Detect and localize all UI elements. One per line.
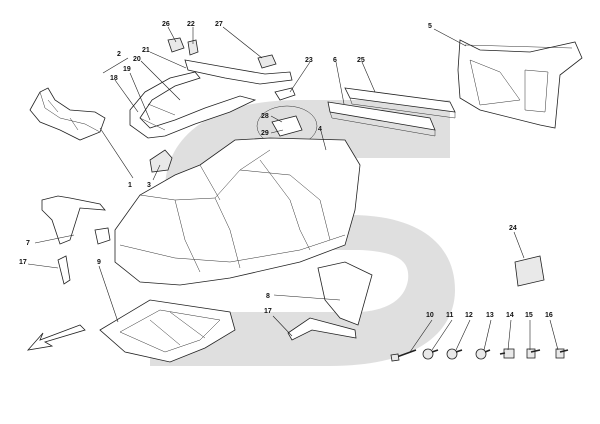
callout-17-right: 17 xyxy=(264,308,272,315)
callout-4: 4 xyxy=(318,126,322,133)
part-22-26-27-brackets xyxy=(167,37,277,69)
callout-22: 22 xyxy=(187,21,195,28)
fastener-10-bolt xyxy=(390,349,417,362)
part-5-firewall xyxy=(457,39,583,129)
main-front-chassis xyxy=(114,137,361,286)
part-25-rail xyxy=(344,87,456,119)
callout-5: 5 xyxy=(428,23,432,30)
fastener-14-bolt xyxy=(499,348,515,359)
callout-28: 28 xyxy=(261,113,269,120)
part-3-bracket xyxy=(149,149,173,173)
callout-13: 13 xyxy=(486,312,494,319)
callout-23: 23 xyxy=(305,57,313,64)
callout-27: 27 xyxy=(215,21,223,28)
callout-24: 24 xyxy=(509,225,517,232)
callout-14: 14 xyxy=(506,312,514,319)
callout-9: 9 xyxy=(97,259,101,266)
callout-labels: 1 2 3 4 5 6 7 8 9 10 11 12 13 14 15 16 1… xyxy=(19,21,553,319)
callout-18: 18 xyxy=(110,75,118,82)
callout-29: 29 xyxy=(261,130,269,137)
part-7-bracket xyxy=(41,195,111,245)
callout-6: 6 xyxy=(333,57,337,64)
part-23-clip xyxy=(274,87,296,101)
part-6-rail xyxy=(327,101,436,137)
part-8-right-bracket xyxy=(287,261,373,341)
callout-15: 15 xyxy=(525,312,533,319)
callout-10: 10 xyxy=(426,312,434,319)
callout-2: 2 xyxy=(117,51,121,58)
part-1-front-bracket xyxy=(29,87,106,141)
callout-16: 16 xyxy=(545,312,553,319)
fastener-12-rivet xyxy=(446,348,463,360)
part-24-label-plate xyxy=(514,255,545,287)
callout-3: 3 xyxy=(147,182,151,189)
leader-lines xyxy=(27,26,559,353)
callout-19: 19 xyxy=(123,66,131,73)
part-17-left-bracket xyxy=(57,255,71,285)
front-direction-arrow xyxy=(26,324,86,351)
fastener-16-bolt xyxy=(555,348,569,359)
fastener-13-rivet xyxy=(475,348,491,360)
part-9-underbody-tray xyxy=(99,299,236,363)
callout-7: 7 xyxy=(26,240,30,247)
callout-25: 25 xyxy=(357,57,365,64)
part-18-20-frame-arch xyxy=(129,71,257,139)
fastener-11-rivet xyxy=(422,348,439,360)
fastener-15-bolt xyxy=(526,348,541,359)
callout-26: 26 xyxy=(162,21,170,28)
callout-21: 21 xyxy=(142,47,150,54)
callout-8: 8 xyxy=(266,293,270,300)
callout-11: 11 xyxy=(446,312,454,319)
callout-17-left: 17 xyxy=(19,259,27,266)
callout-12: 12 xyxy=(465,312,473,319)
callout-20: 20 xyxy=(133,56,141,63)
part-21-upper-bar xyxy=(184,59,293,85)
callout-1: 1 xyxy=(128,182,132,189)
